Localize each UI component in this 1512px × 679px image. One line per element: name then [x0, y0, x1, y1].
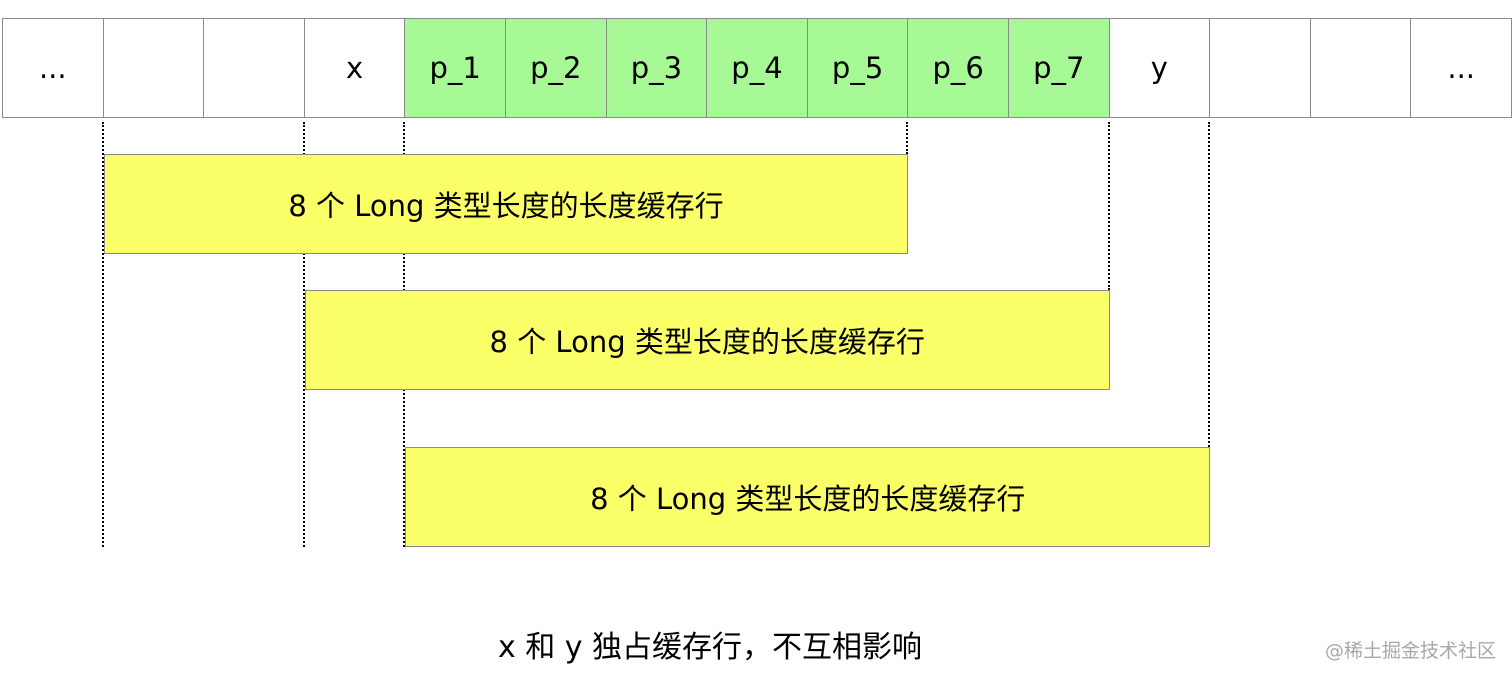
boundary-guide-line [101, 122, 104, 547]
boundary-guide-line [302, 122, 305, 547]
memory-cell-empty [1209, 18, 1311, 118]
cache-line-1: 8 个 Long 类型长度的长度缓存行 [103, 154, 909, 254]
memory-cell-p_3: p_3 [605, 18, 708, 118]
memory-cell-empty [1309, 18, 1412, 118]
memory-cell-p_6: p_6 [907, 18, 1009, 118]
boundary-guide-line [1208, 122, 1211, 447]
memory-cell-x: x [303, 18, 406, 118]
boundary-guide-line [906, 122, 909, 154]
watermark: @稀土掘金技术社区 [1324, 640, 1496, 662]
cache-line-3: 8 个 Long 类型长度的长度缓存行 [405, 447, 1211, 547]
memory-cell-ellipsis: ... [1410, 18, 1512, 118]
boundary-guide-line [1107, 122, 1110, 290]
memory-cell-empty [203, 18, 305, 118]
memory-cell-y: y [1108, 18, 1211, 118]
memory-cell-ellipsis: ... [2, 18, 104, 118]
memory-cell-empty [102, 18, 205, 118]
diagram-caption: x 和 y 独占缓存行，不互相影响 [497, 630, 923, 665]
memory-cell-p_7: p_7 [1008, 18, 1110, 118]
memory-cell-p_4: p_4 [706, 18, 808, 118]
memory-cell-p_5: p_5 [806, 18, 909, 118]
memory-cell-p_2: p_2 [505, 18, 607, 118]
cache-line-2: 8 个 Long 类型长度的长度缓存行 [304, 290, 1110, 390]
memory-cell-p_1: p_1 [404, 18, 506, 118]
